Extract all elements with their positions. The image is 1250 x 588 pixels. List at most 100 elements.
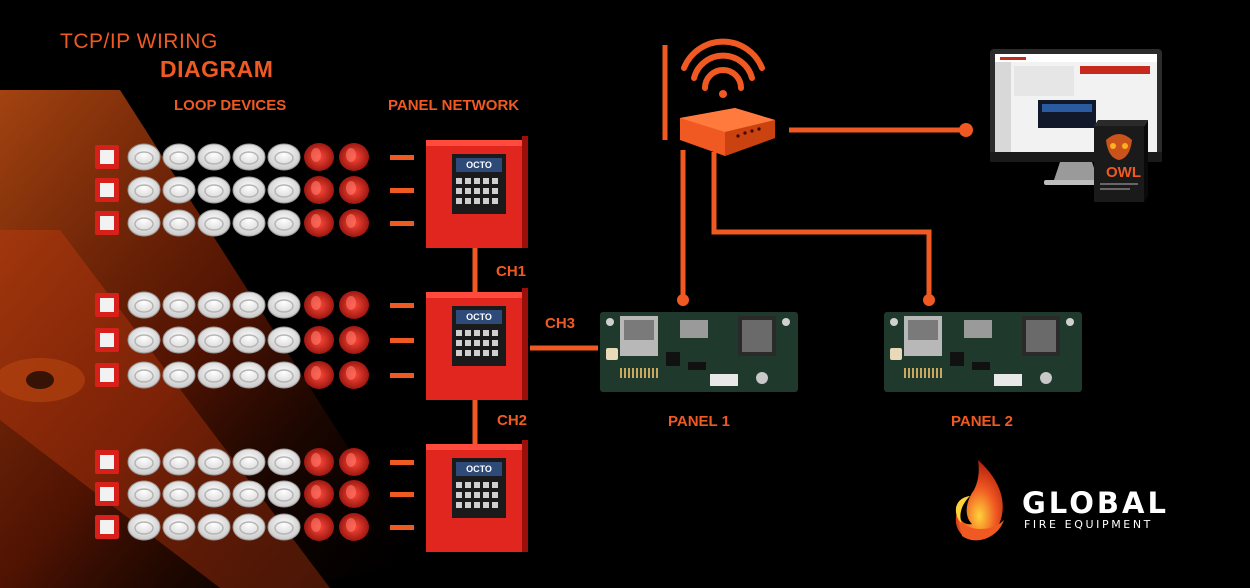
smoke-detector-icon <box>267 326 301 354</box>
sounder-icon <box>304 513 334 541</box>
network-board-icon <box>884 312 1082 392</box>
network-board-icon <box>600 312 798 392</box>
call-point-icon <box>95 211 119 235</box>
smoke-detector-icon <box>162 480 196 508</box>
loop-device-row <box>95 176 414 204</box>
brand-tagline: FIRE EQUIPMENT <box>1024 518 1153 531</box>
panel-2-label: PANEL 2 <box>951 413 1013 430</box>
smoke-detector-icon <box>127 209 161 237</box>
sounder-icon <box>339 209 369 237</box>
smoke-detector-icon <box>197 326 231 354</box>
call-point-icon <box>95 515 119 539</box>
sounder-icon <box>304 480 334 508</box>
loop-device-row <box>95 326 414 354</box>
panel-display-text: OCTO <box>466 464 492 474</box>
flame-logo-icon <box>955 460 1004 541</box>
smoke-detector-icon <box>267 480 301 508</box>
loop-device-row <box>95 480 414 508</box>
smoke-detector-icon <box>267 361 301 389</box>
sounder-icon <box>304 209 334 237</box>
call-point-icon <box>95 450 119 474</box>
sounder-icon <box>339 176 369 204</box>
sounder-icon <box>339 291 369 319</box>
loop-wire <box>390 188 414 193</box>
sounder-icon <box>339 513 369 541</box>
loop-device-row <box>95 448 414 476</box>
smoke-detector-icon <box>162 291 196 319</box>
loop-device-row <box>95 513 414 541</box>
smoke-detector-icon <box>127 176 161 204</box>
smoke-detector-icon <box>232 448 266 476</box>
smoke-detector-icon <box>197 513 231 541</box>
channel-2-label: CH2 <box>497 412 528 429</box>
loop-device-row <box>95 209 414 237</box>
owl-box-label: OWL <box>1106 164 1141 181</box>
loop-devices-label: LOOP DEVICES <box>174 97 287 114</box>
smoke-detector-icon <box>232 143 266 171</box>
fire-alarm-panel-icon: OCTO <box>426 136 528 248</box>
wiring-lines <box>472 45 965 444</box>
panel1-connector <box>677 294 689 306</box>
smoke-detector-icon <box>232 176 266 204</box>
smoke-detector-icon <box>127 291 161 319</box>
sounder-icon <box>304 448 334 476</box>
smoke-detector-icon <box>232 361 266 389</box>
sounder-icon <box>339 143 369 171</box>
wifi-icon <box>681 38 765 98</box>
loop-wire <box>390 492 414 497</box>
loop-device-rows <box>95 143 414 541</box>
smoke-detector-icon <box>267 291 301 319</box>
channel-1-label: CH1 <box>496 263 527 280</box>
smoke-detector-icon <box>162 513 196 541</box>
diagram-title-line1: TCP/IP WIRING <box>60 30 218 53</box>
loop-device-row <box>95 361 414 389</box>
smoke-detector-icon <box>267 143 301 171</box>
smoke-detector-icon <box>267 176 301 204</box>
loop-wire <box>390 525 414 530</box>
panel2-connector <box>923 294 935 306</box>
sounder-icon <box>339 480 369 508</box>
sounder-icon <box>304 326 334 354</box>
call-point-icon <box>95 178 119 202</box>
loop-wire <box>390 303 414 308</box>
smoke-detector-icon <box>232 513 266 541</box>
smoke-detector-icon <box>127 143 161 171</box>
panel-display-text: OCTO <box>466 160 492 170</box>
computer-monitor-icon <box>990 49 1162 185</box>
network-boards <box>600 312 1082 392</box>
fire-panel-network: OCTO OCTO OCTO <box>426 136 528 552</box>
loop-wire <box>390 338 414 343</box>
panel-1-label: PANEL 1 <box>668 413 730 430</box>
panel-network-label: PANEL NETWORK <box>388 97 520 114</box>
smoke-detector-icon <box>127 513 161 541</box>
smoke-detector-icon <box>197 291 231 319</box>
smoke-detector-icon <box>162 326 196 354</box>
smoke-detector-icon <box>162 361 196 389</box>
call-point-icon <box>95 482 119 506</box>
smoke-detector-icon <box>127 448 161 476</box>
sounder-icon <box>304 291 334 319</box>
loop-wire <box>390 373 414 378</box>
computer-connector <box>959 123 973 137</box>
smoke-detector-icon <box>197 361 231 389</box>
loop-device-row <box>95 291 414 319</box>
sounder-icon <box>339 326 369 354</box>
smoke-detector-icon <box>267 209 301 237</box>
smoke-detector-icon <box>232 291 266 319</box>
smoke-detector-icon <box>267 448 301 476</box>
smoke-detector-icon <box>162 448 196 476</box>
loop-wire <box>390 460 414 465</box>
call-point-icon <box>95 145 119 169</box>
diagram-title-line2: DIAGRAM <box>160 56 274 82</box>
channel-3-label: CH3 <box>545 315 576 332</box>
sounder-icon <box>304 143 334 171</box>
sounder-icon <box>304 361 334 389</box>
loop-wire <box>390 155 414 160</box>
fire-alarm-panel-icon: OCTO <box>426 440 528 552</box>
call-point-icon <box>95 328 119 352</box>
smoke-detector-icon <box>197 209 231 237</box>
sounder-icon <box>339 448 369 476</box>
smoke-detector-icon <box>127 480 161 508</box>
smoke-detector-icon <box>197 448 231 476</box>
fire-alarm-panel-icon: OCTO <box>426 288 528 400</box>
